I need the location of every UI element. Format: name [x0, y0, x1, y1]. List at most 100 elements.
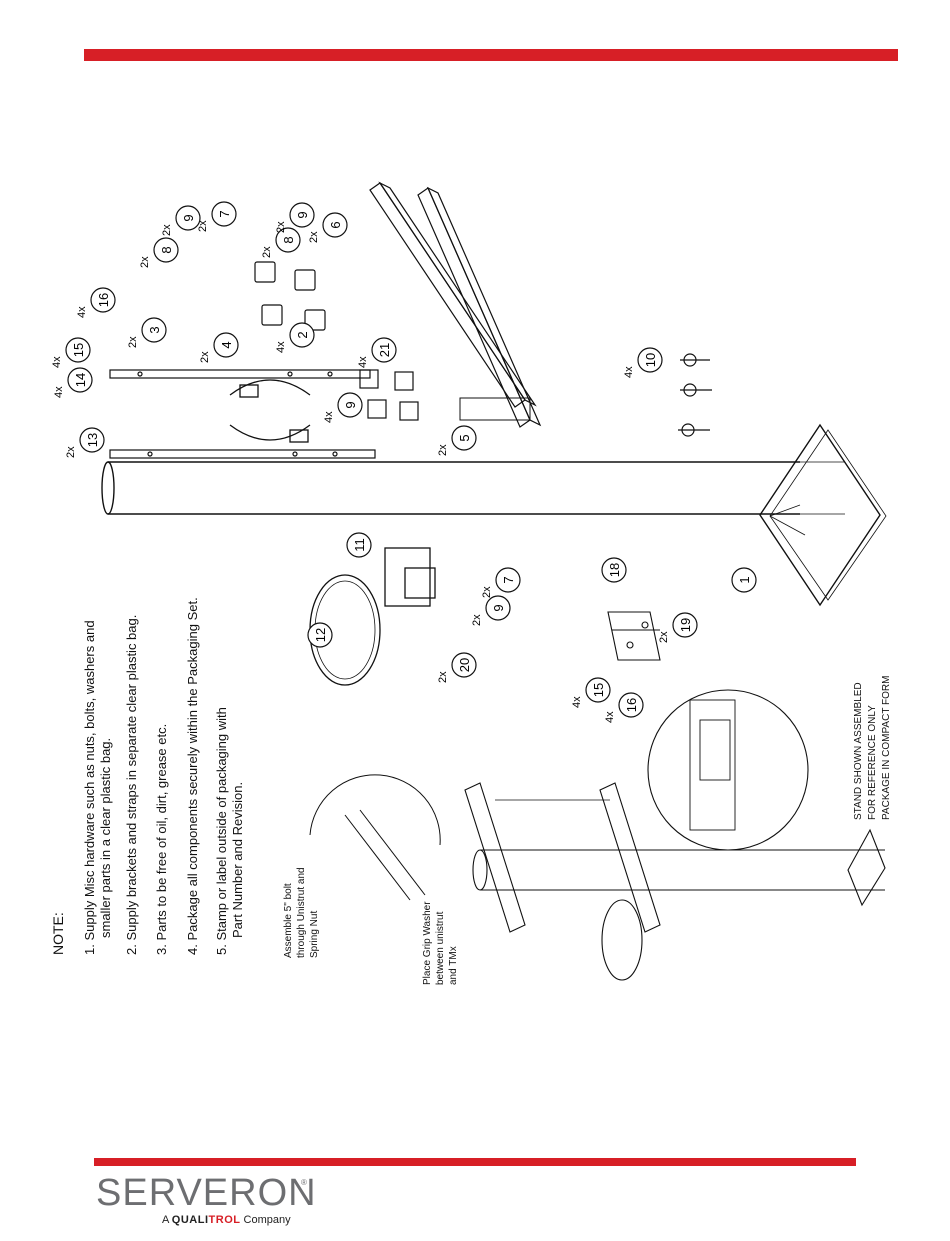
- callout-number: 6: [328, 221, 343, 228]
- callout-number: 8: [159, 246, 174, 253]
- callout-balloon: [451, 425, 477, 451]
- anno-bolt-3: Spring Nut: [309, 911, 320, 958]
- callout-number: 7: [217, 210, 232, 217]
- hardware-18-19: [607, 611, 661, 661]
- tag-prefix: A: [162, 1214, 169, 1226]
- callout-qty: 2x: [139, 256, 151, 268]
- callout-11: 6 2x: [308, 212, 348, 243]
- callout-21: 92x: [471, 595, 511, 626]
- callout-27: 16 4x: [604, 692, 644, 723]
- spring-nuts: [254, 261, 326, 331]
- callout-number: 21: [377, 343, 392, 357]
- callout-18: 1: [731, 567, 757, 593]
- callout-balloon: [618, 692, 644, 718]
- callout-qty: 2x: [658, 631, 670, 643]
- note-item-5a: 5. Stamp or label outside of packaging w…: [214, 707, 229, 955]
- callout-balloon: [485, 595, 511, 621]
- callout-qty: 2x: [127, 336, 139, 348]
- callout-balloon: [275, 227, 301, 253]
- u-clamps: [229, 379, 311, 443]
- callout-number: 13: [85, 433, 100, 447]
- anno-bolt-1: Assemble 5" bolt: [283, 883, 294, 958]
- callout-balloon: [289, 202, 315, 228]
- callout-balloon: [141, 317, 167, 343]
- square-plates: [359, 369, 419, 421]
- callout-qty: 2x: [197, 220, 209, 232]
- callout-22: 7 2x: [481, 567, 521, 598]
- note-item-5b: Part Number and Revision.: [230, 782, 245, 938]
- callout-balloon: [67, 367, 93, 393]
- tag-suffix: Company: [243, 1214, 291, 1226]
- callout-balloon: [451, 652, 477, 678]
- callout-13: 4 2x: [199, 332, 239, 363]
- callout-qty: 2x: [161, 224, 173, 236]
- callout-16: 52x: [437, 425, 477, 456]
- callout-number: 9: [181, 214, 196, 221]
- callout-number: 12: [313, 628, 328, 642]
- callout-qty: 2x: [471, 614, 483, 626]
- callout-2: 14 4x: [53, 367, 93, 398]
- callout-balloon: [79, 427, 105, 453]
- callout-number: 4: [219, 341, 234, 348]
- callout-qty: 4x: [604, 711, 616, 723]
- callout-6: 8 2x: [139, 237, 179, 268]
- tag-brand: QUALITROL: [172, 1214, 241, 1226]
- callout-number: 9: [343, 401, 358, 408]
- callout-qty: 4x: [571, 696, 583, 708]
- callout-qty: 2x: [481, 586, 493, 598]
- tag-brand-a: QUALI: [171, 1214, 209, 1226]
- callout-14: 9 4x: [323, 392, 363, 423]
- callout-number: 8: [281, 236, 296, 243]
- note-item-4: 4. Package all components securely withi…: [185, 597, 200, 955]
- callout-qty: 4x: [53, 386, 65, 398]
- callout-balloon: [213, 332, 239, 358]
- callout-balloon: [211, 201, 237, 227]
- anno-stand-2: FOR REFERENCE ONLY: [867, 705, 878, 820]
- note-item-3: 3. Parts to be free of oil, dirt, grease…: [154, 724, 169, 955]
- annotations: Assemble 5" bolt through Unistrut and Sp…: [283, 676, 892, 985]
- callout-number: 18: [607, 563, 622, 577]
- callout-number: 19: [678, 618, 693, 632]
- callout-number: 16: [96, 293, 111, 307]
- callout-balloon: [637, 347, 663, 373]
- note-heading: NOTE:: [50, 912, 66, 955]
- callout-qty: 4x: [76, 306, 88, 318]
- callout-balloon: [153, 237, 179, 263]
- callout-qty: 2x: [437, 444, 449, 456]
- callout-20: 12: [307, 622, 333, 648]
- anno-bolt-2: through Unistrut and: [296, 867, 307, 958]
- callout-balloon: [65, 337, 91, 363]
- callout-qty: 4x: [275, 341, 287, 353]
- callout-balloon: [289, 322, 315, 348]
- callout-qty: 4x: [51, 356, 63, 368]
- callout-qty: 4x: [323, 411, 335, 423]
- footer-rule: [94, 1158, 856, 1166]
- callout-number: 14: [73, 373, 88, 387]
- callout-qty: 4x: [357, 356, 369, 368]
- straps: [109, 369, 376, 459]
- callout-balloon: [175, 205, 201, 231]
- tag-brand-b: TROL: [208, 1214, 241, 1226]
- callout-10: 92x: [275, 202, 315, 233]
- callout-qty: 2x: [65, 446, 77, 458]
- anno-washer-1: Place Grip Washer: [422, 901, 433, 985]
- note-item-2: 2. Supply brackets and straps in separat…: [124, 615, 139, 955]
- callout-25: 19 2x: [658, 612, 698, 643]
- callout-balloon: [90, 287, 116, 313]
- callout-7: 9 2x: [161, 205, 201, 236]
- callout-qty: 2x: [308, 231, 320, 243]
- callout-qty: 2x: [437, 671, 449, 683]
- callout-qty: 2x: [199, 351, 211, 363]
- callout-number: 7: [501, 576, 516, 583]
- callout-number: 9: [295, 211, 310, 218]
- callout-number: 15: [591, 683, 606, 697]
- callout-19: 11: [346, 532, 372, 558]
- callout-number: 11: [352, 538, 367, 552]
- callout-5: 32x: [127, 317, 167, 348]
- callout-qty: 2x: [261, 246, 273, 258]
- note-item-1b: smaller parts in a clear plastic bag.: [98, 738, 113, 938]
- ring-bracket: [309, 547, 436, 686]
- callout-number: 16: [624, 698, 639, 712]
